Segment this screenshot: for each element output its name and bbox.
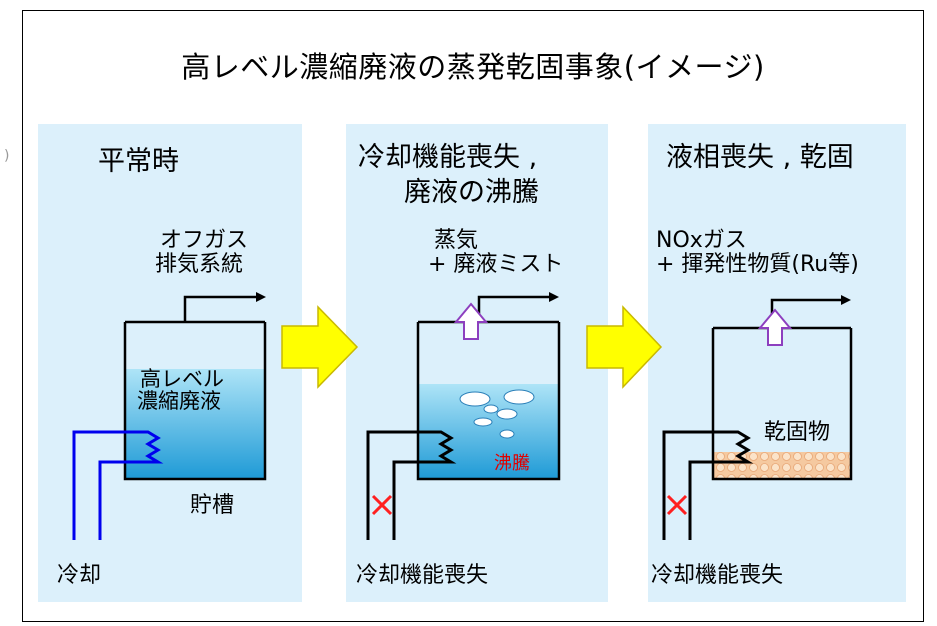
x-mark-icon	[371, 494, 393, 516]
cooling-label: 冷却機能喪失	[356, 563, 489, 588]
arrowhead-icon	[841, 295, 851, 305]
panel-heading: 平常時	[98, 146, 179, 177]
panel-heading: 液相喪失 , 乾固	[666, 142, 854, 173]
gas-label: + 廃液ミスト	[428, 252, 564, 277]
panel-cooling-loss	[346, 124, 608, 602]
edge-mark: )	[4, 148, 10, 164]
panel-heading: 冷却機能喪失 ,	[358, 142, 538, 173]
arrowhead-icon	[256, 292, 266, 302]
gas-label: + 揮発性物質(Ru等)	[656, 252, 859, 277]
flow-arrow-icon	[586, 305, 663, 389]
bubble	[496, 408, 518, 420]
diagram-title: 高レベル濃縮廃液の蒸発乾固事象(イメージ)	[181, 50, 765, 84]
cooling-label: 冷却機能喪失	[651, 563, 784, 588]
cooling-label: 冷却	[57, 563, 102, 588]
up-arrow-icon	[757, 308, 793, 346]
flow-arrow-icon	[281, 305, 359, 389]
cooling-pipe-failed	[662, 430, 754, 540]
liquid-label: 高レベル	[140, 367, 224, 391]
diagram-frame	[22, 10, 924, 622]
gas-label: NOxガス	[656, 228, 747, 253]
bubble	[483, 404, 499, 414]
gas-label: 排気系統	[155, 252, 244, 277]
arrowhead-icon	[549, 292, 559, 302]
bubble	[499, 429, 515, 439]
x-mark-icon	[666, 494, 688, 516]
bubble	[503, 389, 535, 405]
cooling-pipe-failed	[366, 430, 457, 540]
gas-label: 蒸気	[434, 228, 479, 253]
cooling-pipe-normal	[72, 430, 164, 540]
gas-label: オフガス	[160, 228, 249, 253]
bubble	[473, 417, 493, 427]
bubble	[459, 391, 491, 407]
solid-label: 乾固物	[764, 420, 831, 445]
tank-label: 貯槽	[190, 493, 235, 518]
boil-label: 沸騰	[494, 453, 530, 474]
liquid-label: 濃縮廃液	[137, 389, 221, 413]
up-arrow-icon	[453, 302, 489, 340]
residue-layer	[713, 452, 851, 479]
panel-heading: 廃液の沸騰	[404, 177, 539, 208]
tank-boiling	[416, 292, 561, 481]
panel-normal	[38, 124, 302, 602]
